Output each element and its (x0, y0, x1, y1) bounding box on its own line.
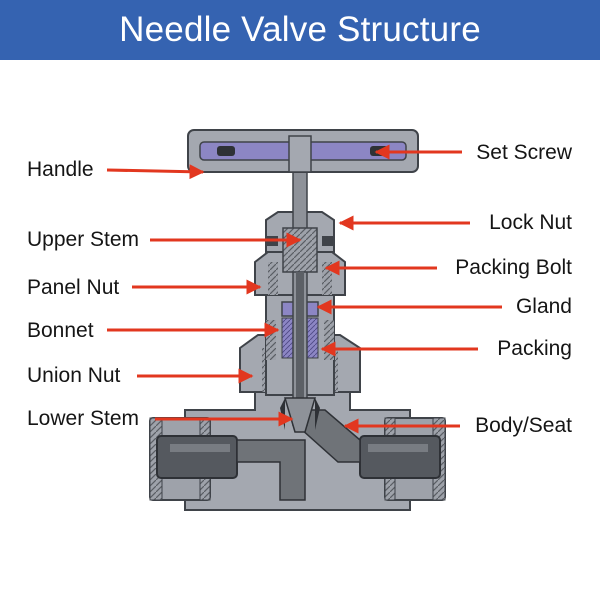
title-banner: Needle Valve Structure (0, 0, 600, 60)
arrow-handle (106, 164, 205, 180)
label-set-screw: Set Screw (476, 141, 572, 164)
label-lock-nut: Lock Nut (489, 211, 572, 234)
label-gland: Gland (515, 295, 572, 318)
right-tube-fitting (359, 417, 446, 501)
label-packing-bolt: Packing Bolt (455, 256, 572, 279)
label-union-nut: Union Nut (27, 364, 121, 387)
label-body-seat: Body/Seat (475, 414, 572, 437)
leader-arrows-right (316, 144, 502, 434)
label-upper-stem: Upper Stem (27, 228, 140, 251)
label-lower-stem: Lower Stem (27, 407, 140, 430)
diagram-title: Needle Valve Structure (119, 10, 481, 49)
label-panel-nut: Panel Nut (27, 276, 120, 299)
label-packing: Packing (497, 337, 572, 360)
label-bonnet: Bonnet (27, 319, 94, 342)
label-handle: Handle (27, 158, 94, 181)
valve-cross-section (106, 129, 502, 511)
handle (187, 129, 419, 173)
leader-arrows-left (106, 164, 302, 427)
